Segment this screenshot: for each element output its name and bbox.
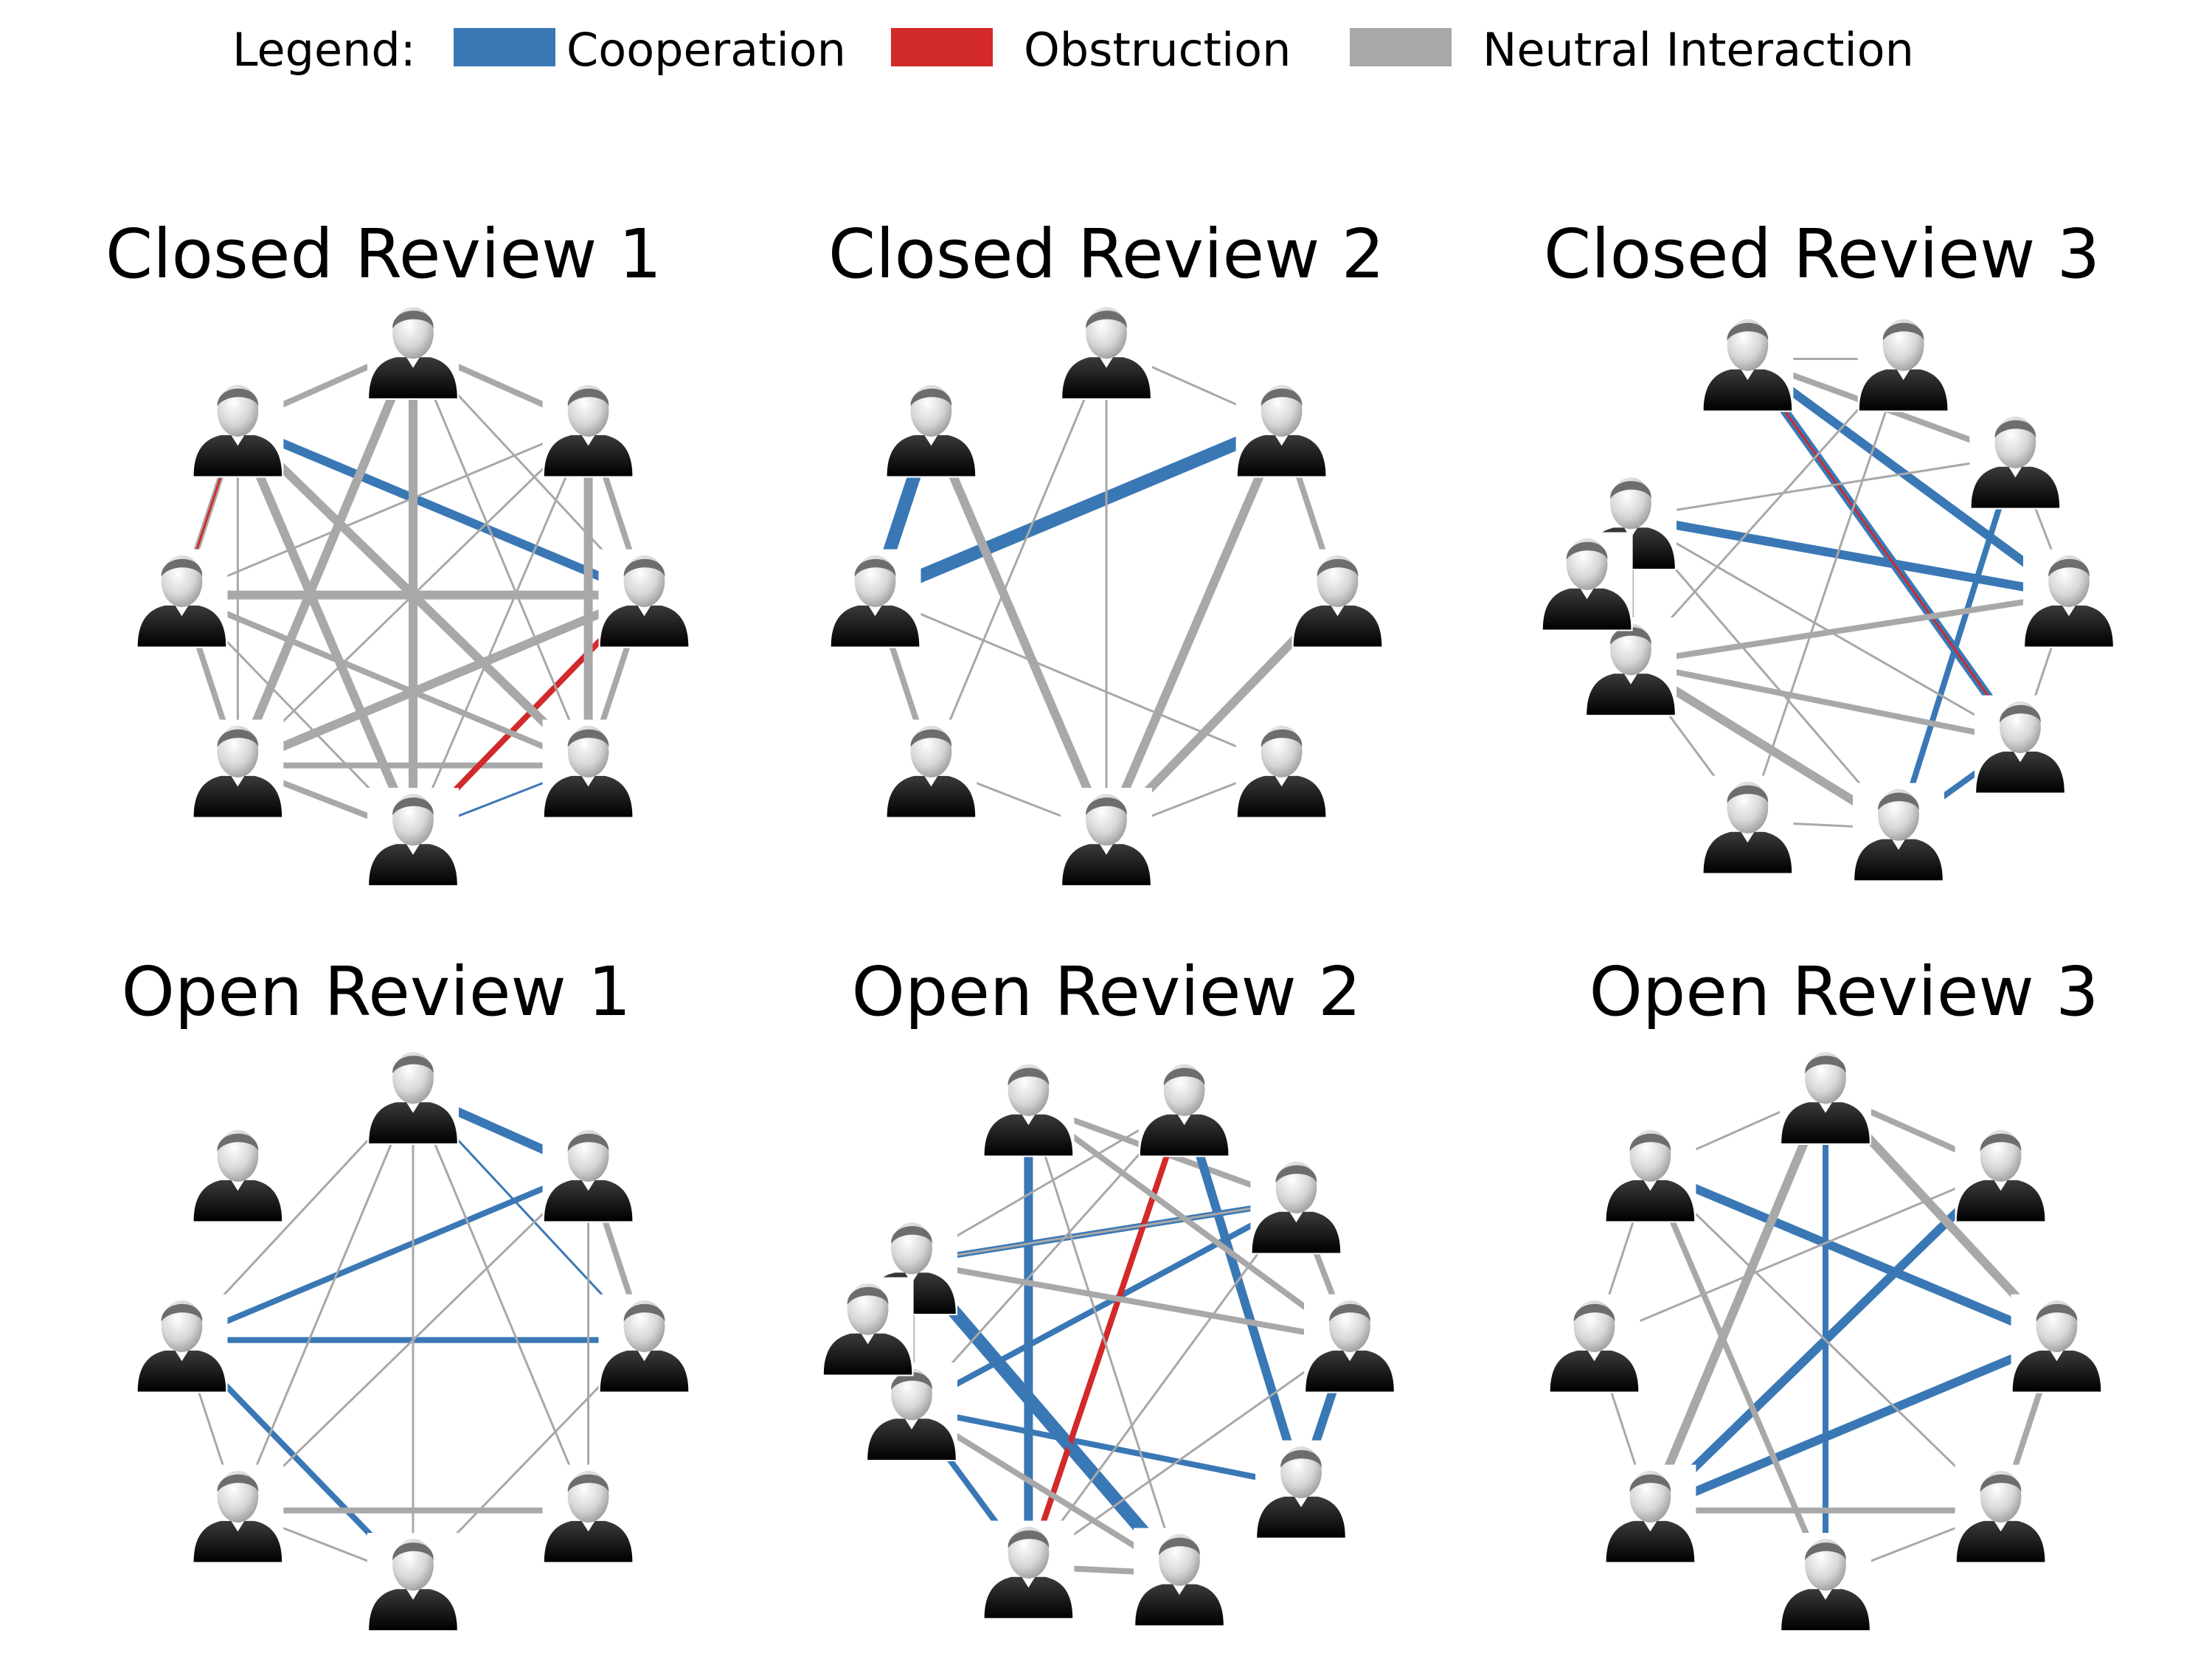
edge-cooperation — [911, 1405, 1302, 1489]
panel-title-open-review-3: Open Review 3 — [1589, 952, 2099, 1031]
edge-neutral — [180, 592, 590, 769]
nodes-layer — [136, 301, 2115, 1632]
edge-neutral — [412, 1091, 589, 1511]
edge-neutral — [1630, 592, 2070, 666]
edge-cooperation — [1629, 513, 2070, 600]
legend: Legend: Cooperation Obstruction Neutral … — [0, 0, 2212, 103]
panel-title-closed-review-2: Closed Review 2 — [828, 215, 1385, 294]
edge-neutral — [1646, 1090, 1830, 1512]
edge-cooperation — [873, 418, 1285, 601]
panel-title-closed-review-3: Closed Review 3 — [1543, 215, 2101, 294]
legend-swatch-obstruction — [891, 28, 993, 66]
edge-cooperation — [1648, 1336, 2059, 1515]
edge-neutral — [926, 423, 1111, 836]
panel-3-edges — [1628, 355, 2072, 833]
edge-neutral — [1630, 516, 2021, 742]
edge-neutral — [874, 594, 1283, 766]
edge-cooperation — [236, 420, 646, 600]
legend-label-cooperation: Cooperation — [566, 23, 846, 77]
panel-title-closed-review-1: Closed Review 1 — [105, 215, 662, 294]
edge-obstruction — [1025, 1103, 1188, 1568]
legend-label-obstruction: Obstruction — [1024, 23, 1292, 77]
edge-neutral — [237, 1091, 415, 1511]
panel-5-nodes — [822, 1058, 1395, 1627]
panel-4-edges — [179, 1087, 648, 1581]
edges-layer — [178, 344, 2072, 1581]
legend-label-neutral: Neutral Interaction — [1483, 23, 1914, 77]
edge-cooperation — [1896, 455, 2019, 830]
panel-title-open-review-2: Open Review 2 — [851, 952, 1362, 1031]
edge-neutral — [1027, 1101, 1352, 1343]
edge-neutral — [1027, 1104, 1181, 1574]
edge-neutral — [181, 423, 589, 596]
panel-6-nodes — [1548, 1046, 2103, 1632]
panel-title-open-review-1: Open Review 1 — [121, 952, 631, 1031]
edge-neutral — [412, 424, 589, 834]
edge-cooperation — [910, 1198, 1298, 1411]
edge-neutral — [1102, 423, 1286, 836]
edge-neutral — [233, 344, 417, 767]
legend-swatch-neutral — [1350, 28, 1452, 66]
panel-3-nodes — [1541, 313, 2115, 882]
edge-neutral — [237, 423, 589, 766]
edge-cooperation — [1648, 1166, 2059, 1345]
edge-neutral — [1746, 359, 1905, 822]
edge-neutral — [930, 346, 1108, 766]
edge-neutral — [233, 423, 417, 836]
edge-neutral — [1027, 1339, 1351, 1568]
edge-neutral — [236, 591, 646, 770]
legend-swatch-cooperation — [454, 28, 555, 66]
panel-4-nodes — [136, 1046, 690, 1632]
panel-1-nodes — [136, 301, 690, 887]
edge-cooperation — [1744, 355, 2072, 599]
edge-obstruction — [1747, 358, 2022, 742]
edge-cooperation — [180, 1166, 590, 1343]
edge-neutral — [237, 1168, 589, 1511]
edge-neutral — [1649, 1168, 2002, 1511]
panel-2-nodes — [829, 301, 1384, 887]
edge-neutral — [412, 346, 589, 766]
edge-cooperation — [1179, 1102, 1306, 1488]
edge-neutral — [1630, 455, 2016, 519]
edge-neutral — [1593, 1168, 2002, 1341]
edge-neutral — [911, 1200, 1297, 1264]
edge-neutral — [1027, 1200, 1297, 1568]
edge-neutral — [1630, 660, 2021, 744]
legend-title: Legend: — [232, 23, 416, 77]
edge-neutral — [911, 1261, 1351, 1342]
